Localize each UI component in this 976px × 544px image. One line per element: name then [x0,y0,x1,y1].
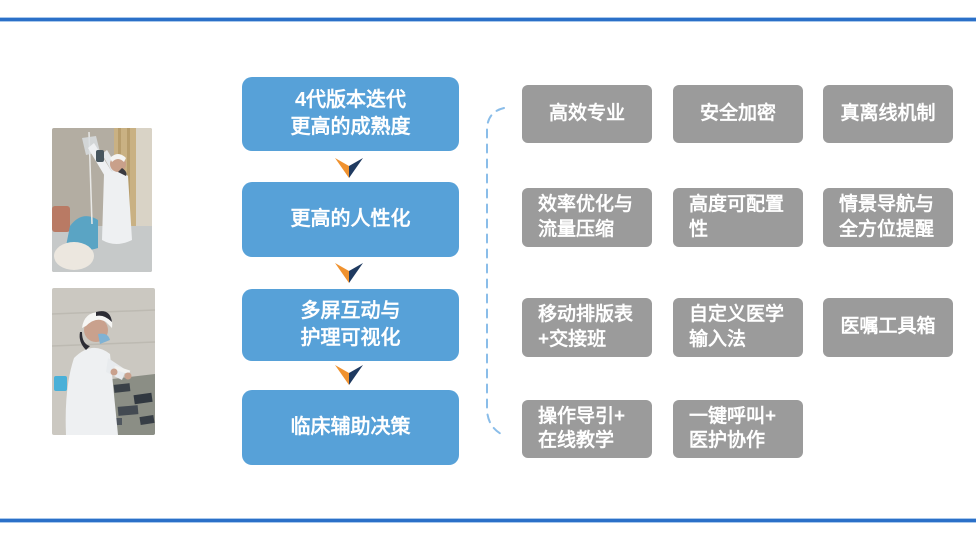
flow-step-multiscreen-visual: 多屏互动与 护理可视化 [242,289,459,361]
chevron-down-icon [335,365,363,385]
feature-box-guided-teaching: 操作导引+ 在线教学 [522,400,652,458]
feature-box-efficiency-compression: 效率优化与 流量压缩 [522,188,652,247]
photo-nurse-medication [52,288,155,435]
feature-box-mobile-schedule-handover: 移动排版表 +交接班 [522,298,652,357]
feature-box-context-navigation: 情景导航与 全方位提醒 [823,188,953,247]
feature-box-secure-encryption: 安全加密 [673,85,803,143]
dashed-bracket-connector [486,107,506,437]
chevron-down-icon [335,263,363,283]
flow-step-version-maturity: 4代版本迭代 更高的成熟度 [242,77,459,151]
photo-nurse-medication-art [52,288,155,435]
photo-nurse-iv-scan [52,128,152,272]
feature-box-configurability: 高度可配置 性 [673,188,803,247]
flow-step-humanization: 更高的人性化 [242,182,459,257]
photo-nurse-iv-scan-art [52,128,152,272]
flow-step-clinical-decision: 临床辅助决策 [242,390,459,465]
feature-box-order-toolbox: 医嘱工具箱 [823,298,953,357]
top-divider-line [0,18,976,21]
bottom-divider-line [0,519,976,522]
chevron-down-icon [335,158,363,178]
feature-box-true-offline: 真离线机制 [823,85,953,143]
feature-box-custom-medical-input: 自定义医学 输入法 [673,298,803,357]
feature-box-efficient-professional: 高效专业 [522,85,652,143]
feature-box-onekey-call-collab: 一键呼叫+ 医护协作 [673,400,803,458]
